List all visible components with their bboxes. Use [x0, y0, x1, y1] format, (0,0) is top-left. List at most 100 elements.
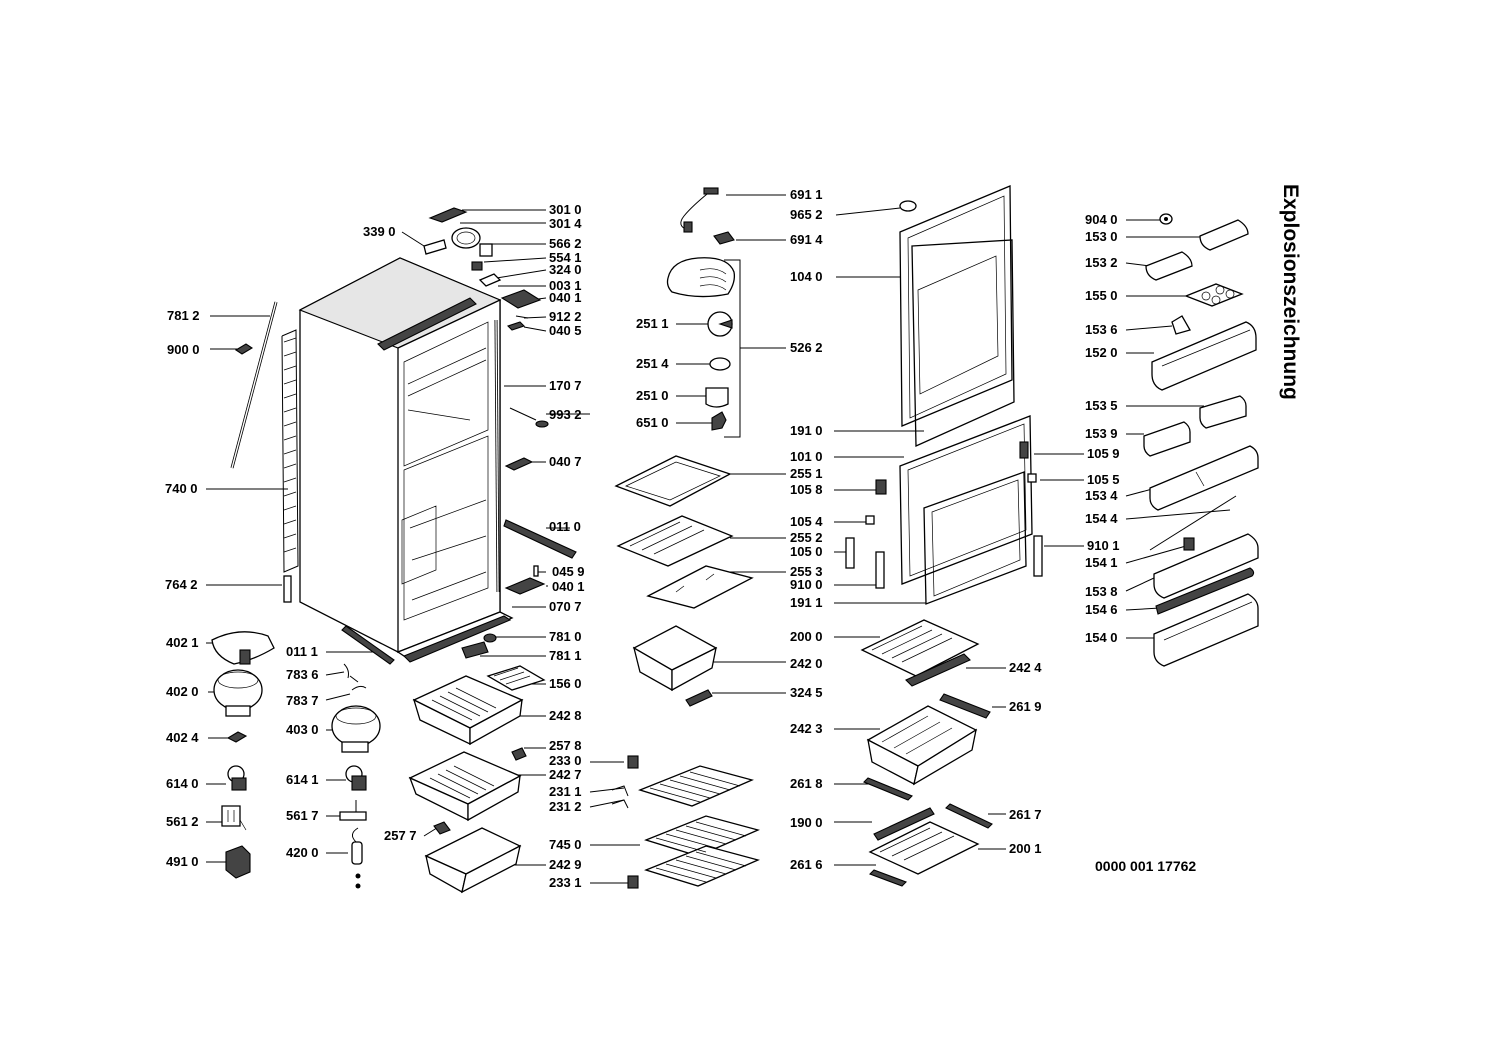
callout-label: 301 0 [549, 202, 582, 217]
callout-label: 324 0 [549, 262, 582, 277]
callout-label: 402 0 [166, 684, 199, 699]
callout-label: 255 1 [790, 466, 823, 481]
callout-label: 781 1 [549, 648, 582, 663]
callout-label: 255 3 [790, 564, 823, 579]
callout-label: 257 8 [549, 738, 582, 753]
refrigerator-cabinet [230, 207, 577, 691]
callout-label: 301 4 [549, 216, 582, 231]
callout-label: 402 1 [166, 635, 199, 650]
callout-label: 783 7 [286, 693, 319, 708]
callout-label: 233 0 [549, 753, 582, 768]
callout-label: 156 0 [549, 676, 582, 691]
callout-label: 045 9 [552, 564, 585, 579]
freezer-baskets [860, 619, 993, 887]
callout-label: 764 2 [165, 577, 198, 592]
callout-label: 153 0 [1085, 229, 1118, 244]
callout-label: 152 0 [1085, 345, 1118, 360]
callout-label: 257 7 [384, 828, 417, 843]
callout-label: 153 8 [1085, 584, 1118, 599]
callout-label: 153 9 [1085, 426, 1118, 441]
callout-label: 255 2 [790, 530, 823, 545]
callout-label: 900 0 [167, 342, 200, 357]
callout-label: 402 4 [166, 730, 199, 745]
middle-parts [614, 187, 754, 707]
callout-label: 614 1 [286, 772, 319, 787]
callout-label: 420 0 [286, 845, 319, 860]
callout-label: 200 1 [1009, 841, 1042, 856]
callout-label: 242 9 [549, 857, 582, 872]
document-number: 0000 001 17762 [1095, 858, 1197, 874]
callout-label: 251 4 [636, 356, 669, 371]
callout-label: 561 7 [286, 808, 319, 823]
callout-label: 339 0 [363, 224, 396, 239]
callout-label: 154 6 [1085, 602, 1118, 617]
callout-label: 154 1 [1085, 555, 1118, 570]
callout-label: 104 0 [790, 269, 823, 284]
callout-label: 781 2 [167, 308, 200, 323]
callout-label: 191 1 [790, 595, 823, 610]
callout-label: 324 5 [790, 685, 823, 700]
callout-label: 070 7 [549, 599, 582, 614]
callout-label: 403 0 [286, 722, 319, 737]
callout-label: 965 2 [790, 207, 823, 222]
callout-label: 105 9 [1087, 446, 1120, 461]
callout-label: 040 1 [549, 290, 582, 305]
wire-racks [611, 755, 760, 889]
callout-label: 910 1 [1087, 538, 1120, 553]
callout-label: 242 3 [790, 721, 823, 736]
callout-label: 910 0 [790, 577, 823, 592]
callout-label: 251 1 [636, 316, 669, 331]
callout-label: 526 2 [790, 340, 823, 355]
door-bins [1143, 213, 1259, 667]
callout-label: 912 2 [549, 309, 582, 324]
callout-label: 040 5 [549, 323, 582, 338]
callout-label: 261 9 [1009, 699, 1042, 714]
callout-label: 261 8 [790, 776, 823, 791]
callout-label: 242 7 [549, 767, 582, 782]
callout-label: 233 1 [549, 875, 582, 890]
callout-label: 904 0 [1085, 212, 1118, 227]
callout-label: 231 1 [549, 784, 582, 799]
callout-label: 691 4 [790, 232, 823, 247]
callout-label: 231 2 [549, 799, 582, 814]
callout-label: 491 0 [166, 854, 199, 869]
callout-label: 154 4 [1085, 511, 1118, 526]
callout-label: 155 0 [1085, 288, 1118, 303]
diagram-title: Explosionszeichnung [1279, 184, 1302, 400]
callout-label: 190 0 [790, 815, 823, 830]
callout-label: 154 0 [1085, 630, 1118, 645]
callout-label: 105 8 [790, 482, 823, 497]
callout-label: 242 4 [1009, 660, 1042, 675]
callout-label: 011 1 [286, 644, 318, 659]
callout-label: 781 0 [549, 629, 582, 644]
callout-label: 101 0 [790, 449, 823, 464]
callout-label: 105 4 [790, 514, 823, 529]
callout-label: 566 2 [549, 236, 582, 251]
callout-label: 153 4 [1085, 488, 1118, 503]
callout-label: 040 7 [549, 454, 582, 469]
callout-label: 554 1 [549, 250, 582, 265]
callout-label: 191 0 [790, 423, 823, 438]
callout-label: 783 6 [286, 667, 319, 682]
callout-label: 153 5 [1085, 398, 1118, 413]
callout-label: 740 0 [165, 481, 198, 496]
crisper-drawers [408, 675, 527, 894]
doors [845, 185, 1043, 605]
callout-label: 261 6 [790, 857, 823, 872]
callout-label: 251 0 [636, 388, 669, 403]
callout-label: 003 1 [549, 278, 582, 293]
compressor-parts [211, 631, 381, 889]
callout-label: 614 0 [166, 776, 199, 791]
callout-label: 745 0 [549, 837, 582, 852]
callout-label: 105 5 [1087, 472, 1120, 487]
callout-label: 040 1 [552, 579, 585, 594]
callout-label: 011 0 [549, 519, 581, 534]
callout-label: 651 0 [636, 415, 669, 430]
callout-label: 561 2 [166, 814, 199, 829]
callout-label: 242 0 [790, 656, 823, 671]
callout-label: 691 1 [790, 187, 823, 202]
callout-label: 993 2 [549, 407, 582, 422]
callout-label: 153 2 [1085, 255, 1118, 270]
